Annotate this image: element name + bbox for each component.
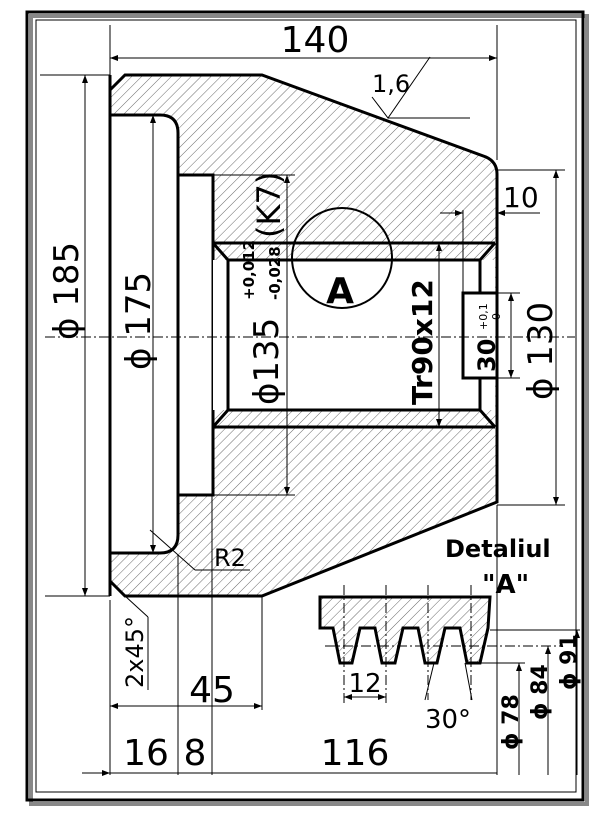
svg-text:"A": "A" — [482, 570, 529, 600]
dim-groove-width: 30 +0,1 0 — [473, 292, 520, 379]
svg-text:45: 45 — [189, 670, 235, 711]
svg-text:+0,012: +0,012 — [240, 240, 258, 300]
svg-text:16: 16 — [123, 733, 169, 774]
svg-text:ϕ135: ϕ135 — [247, 318, 287, 405]
svg-text:8: 8 — [184, 733, 207, 774]
svg-text:(K7): (K7) — [250, 172, 288, 238]
outer-frame — [25, 10, 585, 802]
dim-groove-diameter: ϕ 130 — [497, 169, 565, 506]
svg-text:12: 12 — [348, 669, 381, 699]
detail-marker: A — [326, 271, 354, 312]
svg-text:Detaliul: Detaliul — [445, 535, 551, 563]
dim-outer-diameter: ϕ 185 — [40, 74, 110, 597]
svg-text:10: 10 — [503, 181, 539, 214]
detail-a: Detaliul "A" 12 30° ϕ 78 ϕ 84 ϕ 91 — [318, 535, 582, 775]
svg-text:ϕ 84: ϕ 84 — [528, 664, 553, 720]
inner-frame — [35, 19, 577, 793]
part-section — [108, 73, 499, 598]
roughness-symbol: 1,6 — [371, 56, 470, 119]
frame-shadow — [29, 14, 589, 806]
svg-text:30: 30 — [473, 339, 501, 372]
dim-overall-length: 140 — [109, 20, 498, 160]
dim-pocket-diameter: ϕ 175 — [119, 115, 159, 553]
dim-groove-offset: 10 — [440, 181, 540, 293]
svg-text:ϕ 91: ϕ 91 — [557, 634, 582, 690]
detail-circle — [291, 207, 393, 309]
svg-text:2x45°: 2x45° — [121, 616, 149, 688]
svg-text:1,6: 1,6 — [372, 70, 410, 98]
svg-text:ϕ 130: ϕ 130 — [521, 302, 561, 400]
dim-bore-diameter: ϕ135 +0,012 -0,028 (K7) — [213, 172, 295, 496]
svg-text:0: 0 — [490, 313, 503, 320]
svg-text:ϕ 175: ϕ 175 — [119, 272, 159, 370]
svg-text:R2: R2 — [214, 544, 246, 572]
svg-text:-0,028: -0,028 — [266, 246, 284, 300]
svg-text:116: 116 — [321, 733, 390, 774]
dim-thread: Tr90x12 — [406, 243, 442, 427]
svg-text:ϕ 78: ϕ 78 — [499, 694, 524, 750]
svg-text:140: 140 — [281, 20, 350, 61]
dim-fillet: R2 — [149, 529, 250, 572]
svg-text:+0,1: +0,1 — [477, 303, 490, 330]
svg-text:Tr90x12: Tr90x12 — [406, 279, 439, 405]
svg-text:30°: 30° — [425, 705, 471, 735]
dim-bottom: 45 16 8 116 — [82, 495, 498, 776]
svg-text:ϕ 185: ϕ 185 — [47, 242, 87, 340]
dim-chamfer: 2x45° — [121, 595, 149, 690]
